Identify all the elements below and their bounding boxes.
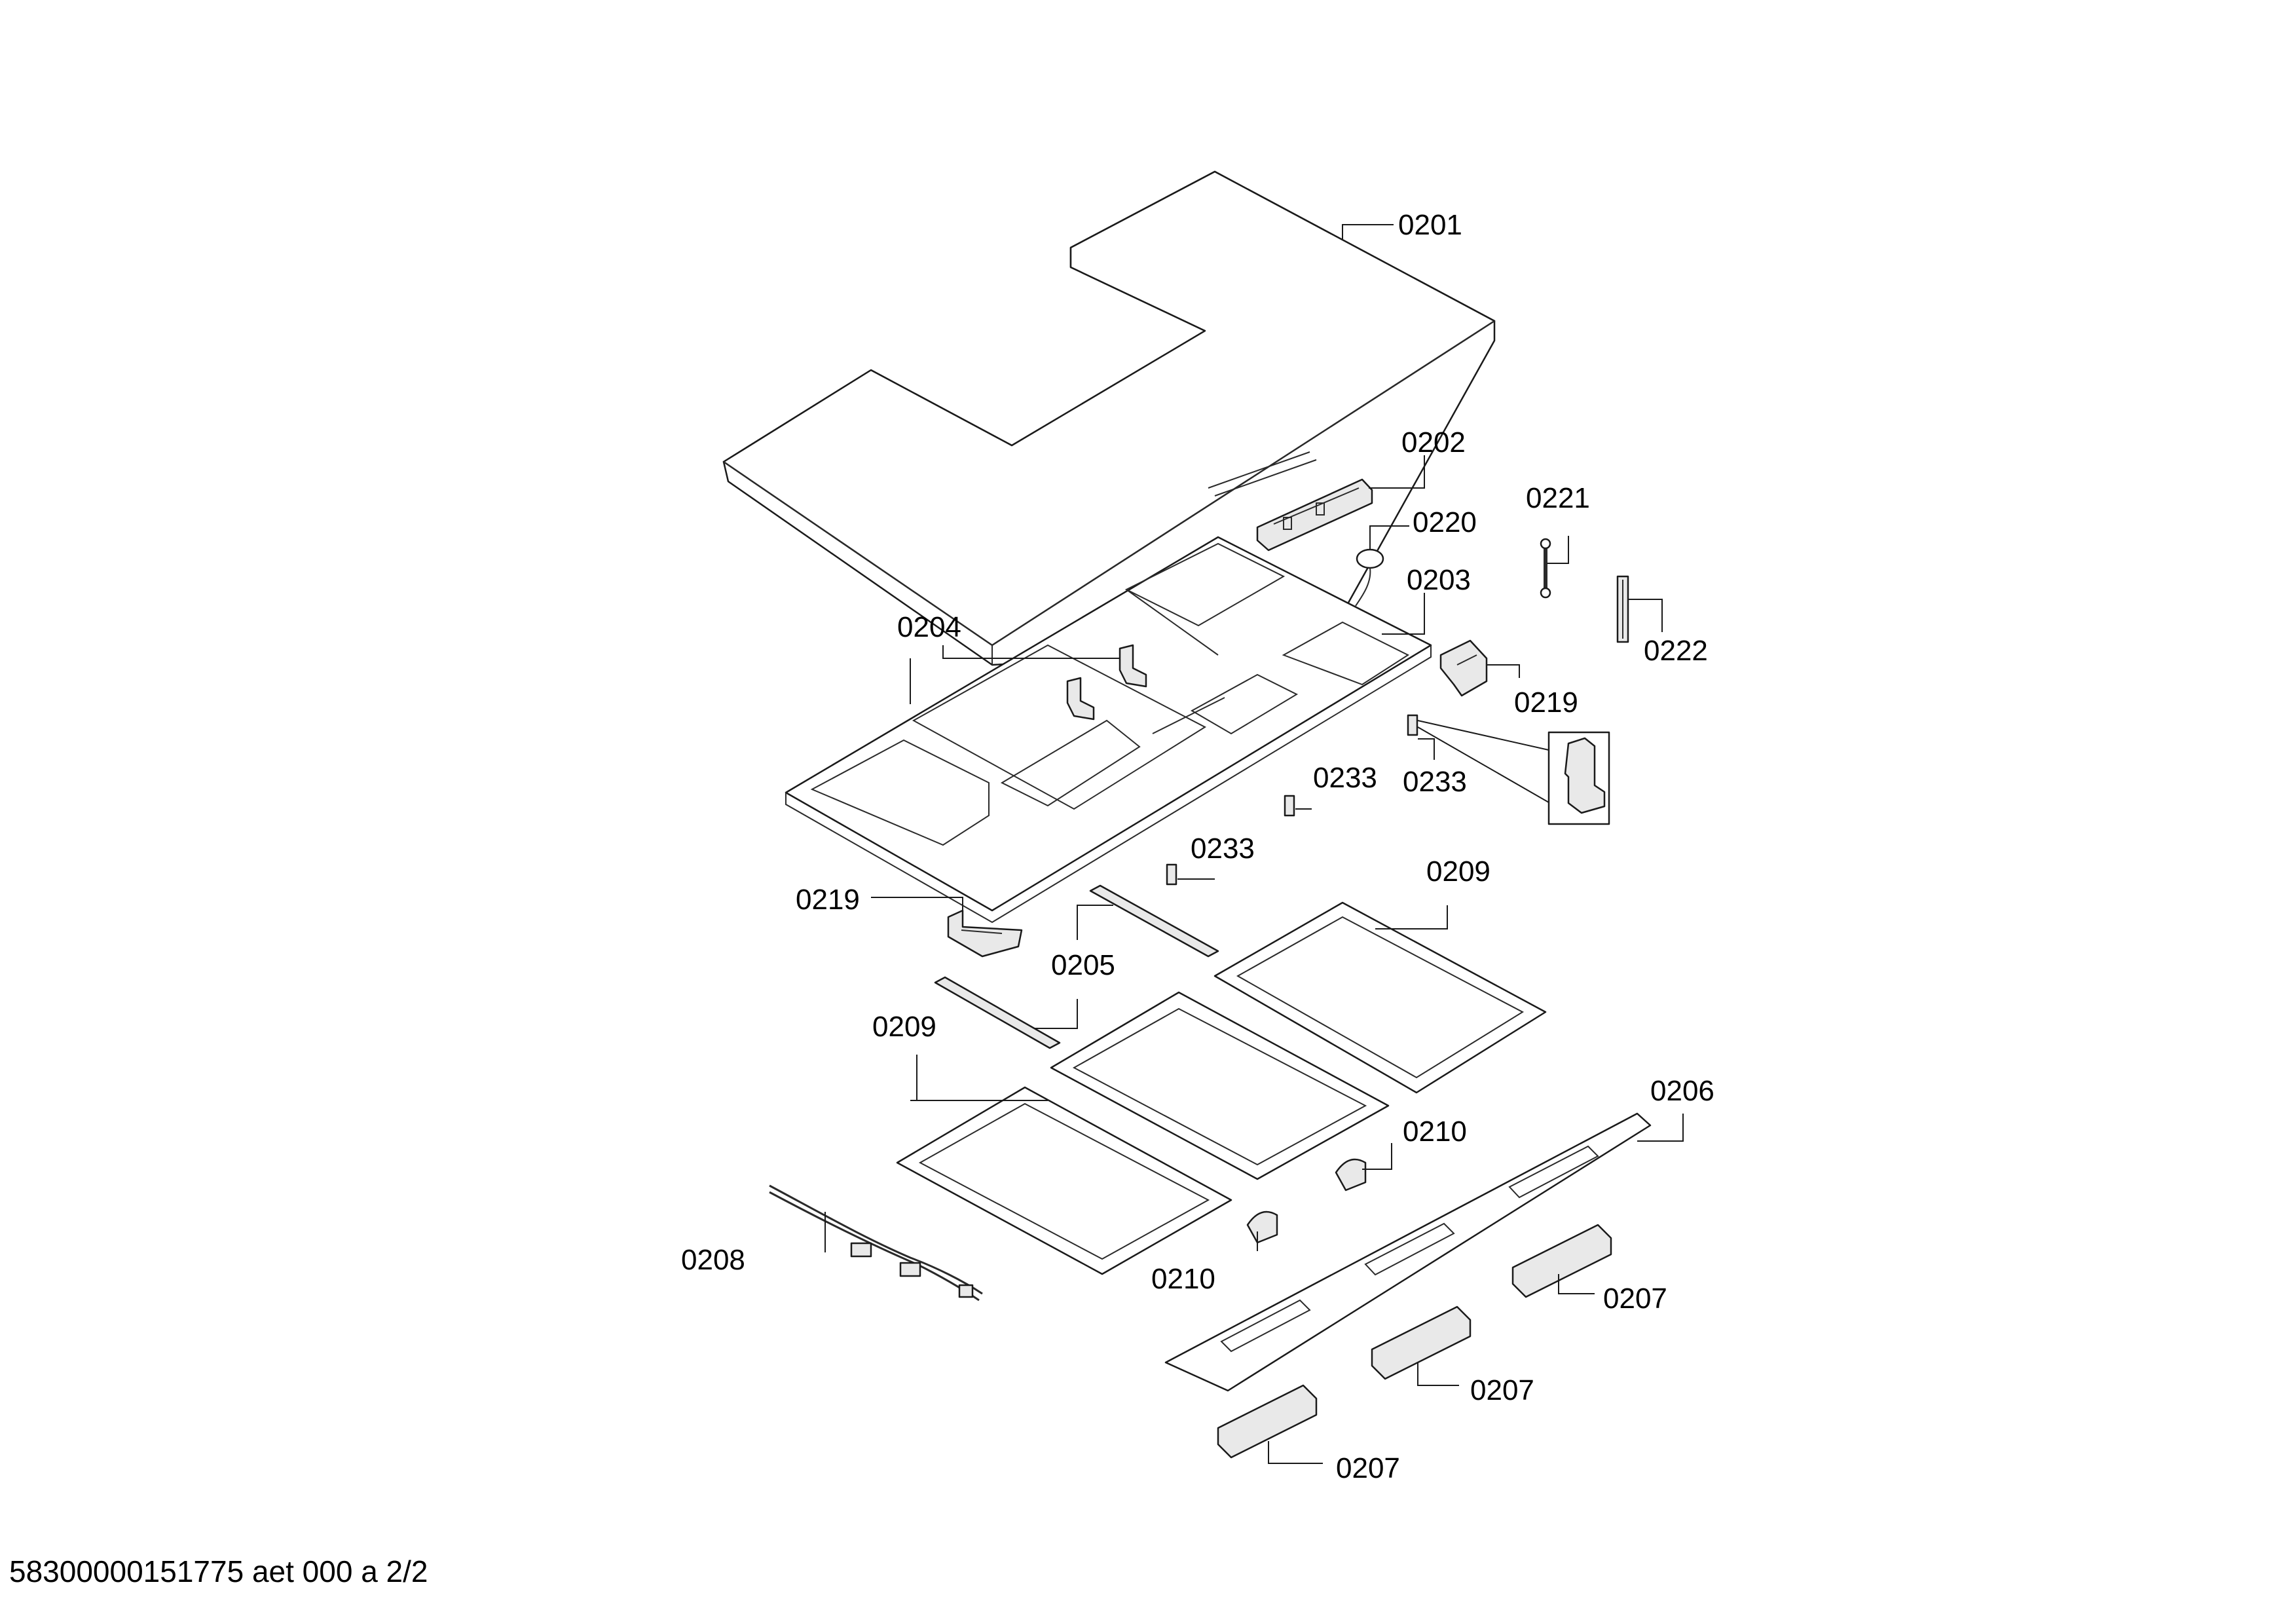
hinge-0204-a: [1119, 644, 1147, 688]
callout-0233-middle: 0233: [1313, 762, 1377, 794]
callout-labels: 0201 0202 0220 0221 0203 0222 0204 0219 …: [681, 209, 1714, 1484]
callout-0221: 0221: [1526, 482, 1590, 514]
bracket-0219-right: [1439, 639, 1488, 697]
callout-0205: 0205: [1051, 949, 1115, 981]
drawing-reference-footer: 58300000151775 aet 000 a 2/2: [9, 1554, 428, 1588]
cable-0208: [769, 1184, 983, 1302]
detail-enlargement-box: [1547, 731, 1610, 825]
callout-0219-right: 0219: [1514, 686, 1578, 719]
rod-0221: [1540, 538, 1551, 599]
callout-0204: 0204: [897, 611, 961, 643]
clip-0222: [1616, 575, 1629, 643]
callout-0219-left: 0219: [796, 884, 860, 916]
clip-0233-lower: [1166, 863, 1177, 886]
hinge-0204-b: [1066, 677, 1095, 721]
callout-0201: 0201: [1398, 209, 1462, 241]
clip-0233-middle: [1284, 795, 1295, 817]
base-tray-0203: [785, 536, 1432, 924]
callout-0233-right: 0233: [1403, 766, 1467, 798]
frame-0209-middle: [1050, 991, 1390, 1180]
callout-0206: 0206: [1650, 1075, 1714, 1107]
heater-0207-left: [1217, 1384, 1318, 1459]
front-strip-0206: [1164, 1112, 1652, 1392]
callout-0210-upper: 0210: [1403, 1116, 1467, 1148]
bracket-0202: [1256, 478, 1373, 552]
knob-0210-upper: [1335, 1158, 1367, 1192]
callout-0210-lower: 0210: [1151, 1263, 1215, 1295]
callout-0207-middle: 0207: [1470, 1374, 1534, 1406]
callout-0203: 0203: [1407, 564, 1471, 596]
clip-0233-right: [1407, 714, 1549, 803]
top-cover-plate: [722, 170, 1496, 666]
callout-0207-right: 0207: [1603, 1283, 1667, 1315]
leader-lines: [824, 224, 1684, 1464]
callout-0208: 0208: [681, 1244, 745, 1276]
callout-0202: 0202: [1401, 426, 1466, 459]
heater-0207-middle: [1371, 1305, 1472, 1380]
frame-0209-left: [896, 1086, 1232, 1275]
bracket-0219-left: [947, 909, 1023, 958]
knob-0210-lower: [1246, 1210, 1278, 1244]
callout-0222: 0222: [1644, 635, 1708, 667]
rail-0205-lower: [934, 976, 1061, 1049]
callout-0209-right: 0209: [1426, 855, 1491, 888]
frame-0209-right: [1213, 901, 1547, 1094]
heater-0207-right: [1511, 1224, 1612, 1298]
callout-0233-lower: 0233: [1191, 833, 1255, 865]
callout-0220: 0220: [1413, 506, 1477, 538]
callout-0207-left: 0207: [1336, 1452, 1400, 1484]
rail-0205-upper: [1089, 884, 1219, 958]
callout-0209-left: 0209: [872, 1011, 936, 1043]
